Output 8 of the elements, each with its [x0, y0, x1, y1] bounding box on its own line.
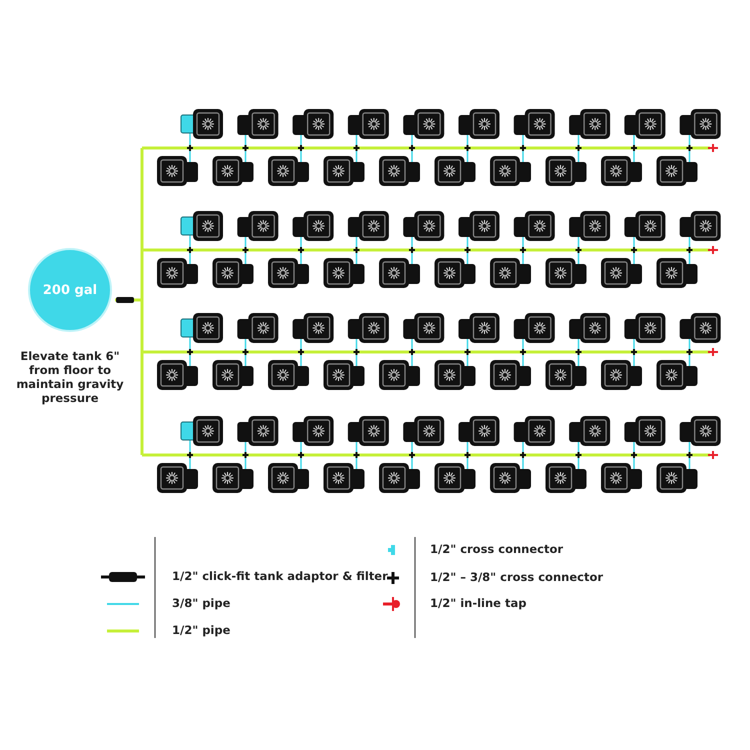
tank-label: 200 gal — [42, 282, 98, 298]
legend-label: 1/2" – 3/8" cross connector — [430, 570, 604, 584]
legend-label: 3/8" pipe — [172, 596, 230, 610]
legend-label: 1/2" click-fit tank adaptor & filter — [172, 569, 388, 583]
legend-label: 1/2" pipe — [172, 623, 230, 637]
tank-note: Elevate tank 6" from floor to maintain gravity pressure — [15, 349, 125, 405]
legend-label: 1/2" in-line tap — [430, 596, 526, 610]
legend-label: 1/2" cross connector — [430, 542, 564, 556]
